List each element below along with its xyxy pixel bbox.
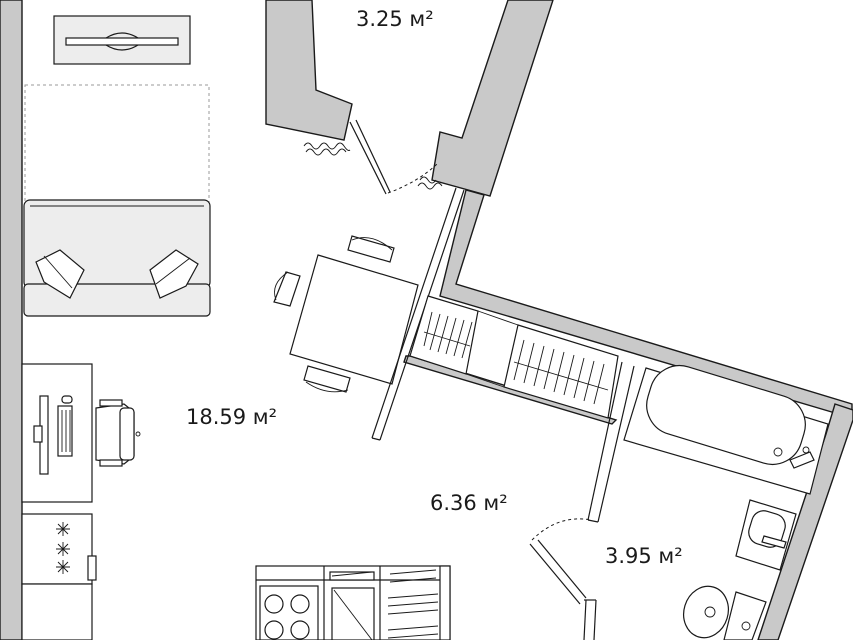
wardrobe-wall <box>403 355 618 425</box>
left-exterior-wall <box>0 0 23 640</box>
balcony-door[interactable] <box>303 119 443 195</box>
hall-partition <box>583 361 635 640</box>
balcony-area-label: 3.25 м² <box>356 7 434 31</box>
bathroom-door[interactable] <box>529 518 593 605</box>
hallway-area-label: 6.36 м² <box>430 491 508 515</box>
stove-icon <box>21 513 97 640</box>
living-room-area-label: 18.59 м² <box>186 405 277 429</box>
chair-icon[interactable] <box>95 399 141 467</box>
room-labels: 3.25 м² 18.59 м² 6.36 м² 3.95 м² <box>186 7 683 568</box>
sink-icon <box>735 499 797 571</box>
toilet-icon <box>683 585 767 640</box>
hall-upper-wall <box>439 189 853 419</box>
bathtub-icon <box>623 364 829 495</box>
radiator-icon <box>303 142 351 151</box>
bathroom-area-label: 3.95 м² <box>605 544 683 568</box>
kitchen-counter <box>255 565 451 640</box>
desk-icon <box>21 363 93 503</box>
dining-table-icon[interactable] <box>273 235 419 393</box>
balcony-left-wall <box>265 0 353 141</box>
tv-icon <box>53 15 191 65</box>
wardrobe-icon <box>409 295 619 419</box>
balcony-right-wall <box>431 0 554 197</box>
bed-icon <box>23 84 211 317</box>
